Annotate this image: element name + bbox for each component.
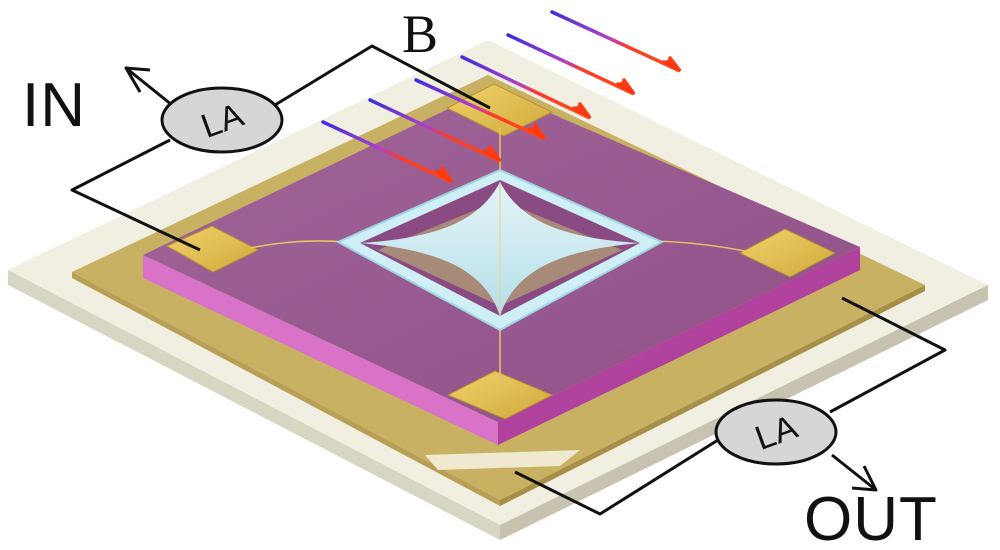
input-circuit: [70, 44, 491, 252]
lock-in-amplifier-icon: [160, 86, 284, 154]
film-slot: [425, 450, 580, 470]
pad-right: [738, 228, 837, 278]
lock-in-amplifier-out: LA: [714, 398, 838, 466]
arrow-icon: [550, 10, 682, 73]
arrow-icon: [460, 55, 592, 120]
pad-left: [165, 225, 260, 273]
label-in: IN: [22, 71, 86, 140]
pads: [165, 83, 837, 420]
arrow-icon: [368, 98, 502, 163]
arrow-icon: [321, 120, 454, 184]
lock-in-amplifier-icon: [714, 398, 838, 466]
pad-bottom: [446, 370, 554, 420]
label-out: OUT: [804, 485, 938, 550]
arrow-icon: [414, 78, 547, 141]
pad-top: [445, 83, 554, 137]
arrow-icon: [506, 33, 636, 96]
label-field: B: [402, 4, 438, 64]
output-circuit: [514, 296, 947, 516]
membrane-window: [335, 168, 665, 332]
field-arrows: [321, 10, 682, 184]
lock-in-amplifier-in: LA: [160, 86, 284, 154]
